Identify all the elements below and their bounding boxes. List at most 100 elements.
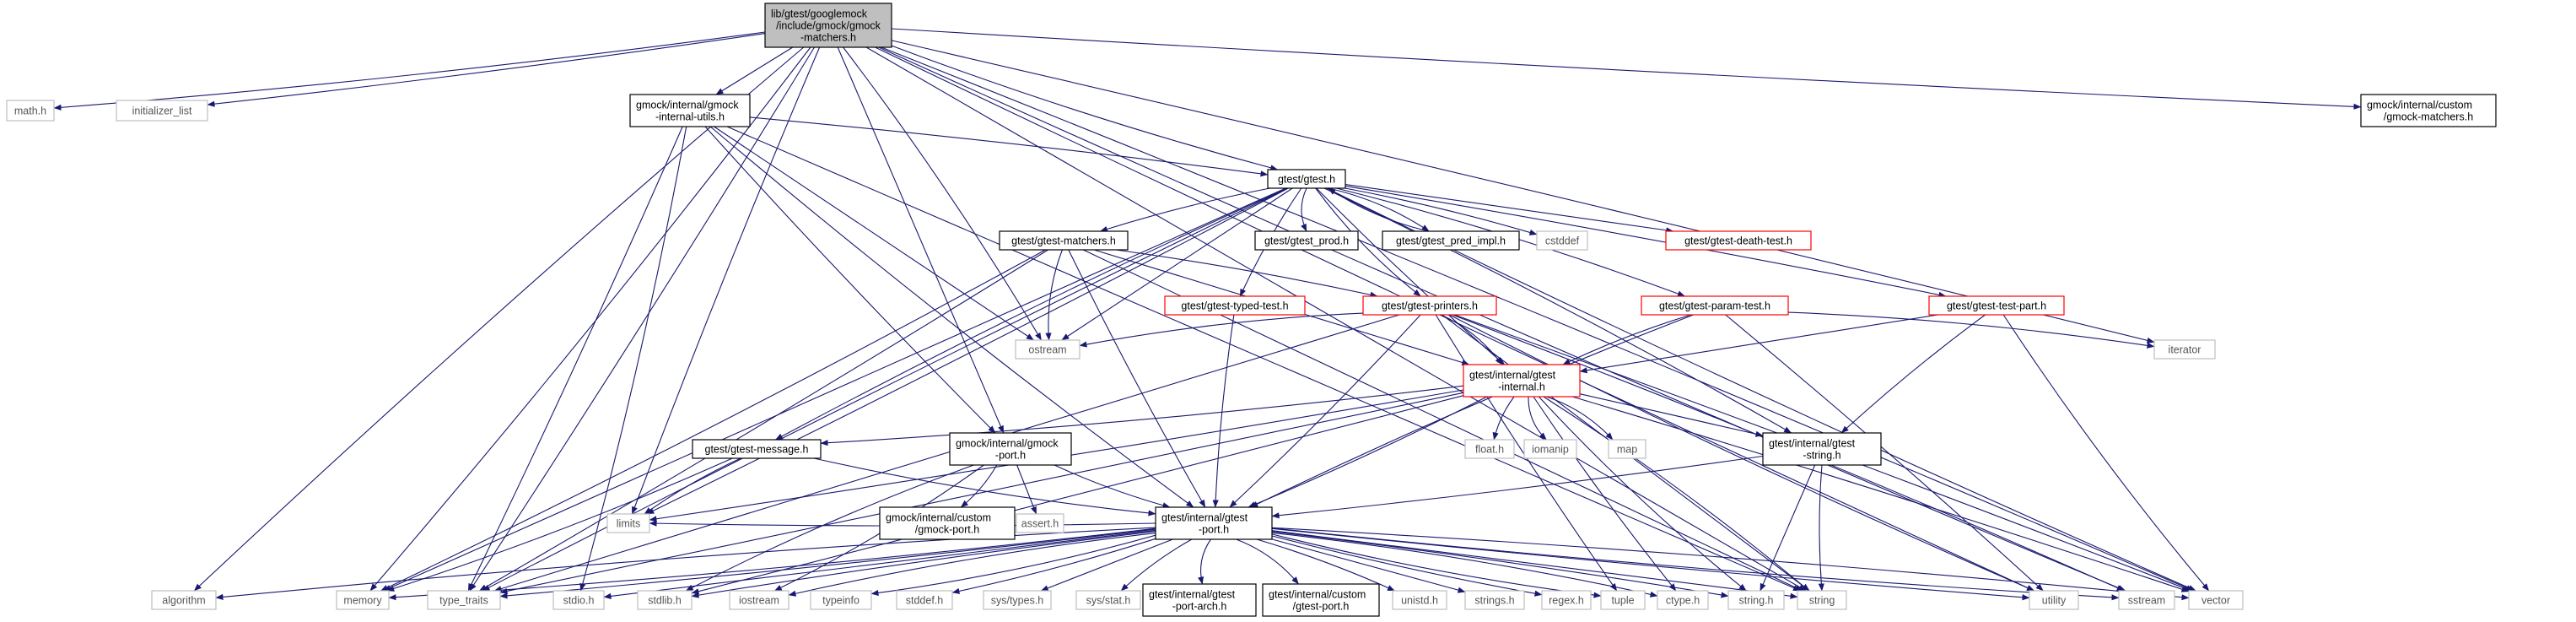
edge-gmockutils-to-gtestport xyxy=(709,126,1194,508)
node-box xyxy=(879,506,1016,540)
edge-root-to-string xyxy=(865,46,1807,592)
edge-internalh-to-cstringh xyxy=(1538,396,1747,592)
edge-gtesth-to-printers xyxy=(1315,187,1421,297)
edge-typedtest-to-gtestport xyxy=(1212,314,1235,508)
edge-root-to-initlist xyxy=(207,33,766,107)
edge-gtesth-to-limits xyxy=(646,187,1289,515)
node-box xyxy=(1600,590,1646,610)
edge-gmockport-to-assert xyxy=(1016,464,1037,515)
edge-gmockutils-to-string xyxy=(726,126,1801,592)
dependency-nodes: lib/gtest/googlemock/include/gmock/gmock… xyxy=(6,3,2497,617)
node-deathtest[interactable]: gtest/gtest-death-test.h xyxy=(1665,230,1812,251)
node-label: gmock/internal/gmock xyxy=(636,100,739,111)
node-portarch[interactable]: gtest/internal/gtest-port-arch.h xyxy=(1142,583,1257,617)
node-gmockutils[interactable]: gmock/internal/gmock-internal-utils.h xyxy=(629,94,751,127)
node-box xyxy=(1142,583,1257,617)
node-message[interactable]: gtest/gtest-message.h xyxy=(692,439,822,459)
edge-printers-to-utility xyxy=(1449,314,2035,592)
node-label: iomanip xyxy=(1532,444,1569,456)
node-box xyxy=(2188,590,2244,610)
node-stringh2[interactable]: gtest/internal/gtest-string.h xyxy=(1762,432,1882,466)
node-paramtest[interactable]: gtest/gtest-param-test.h xyxy=(1641,295,1789,316)
edge-gtesth-to-cstddef xyxy=(1345,187,1538,235)
node-label: stdlib.h xyxy=(648,595,682,607)
edge-root-to-utility xyxy=(875,46,2034,592)
node-gtestmatchers[interactable]: gtest/gtest-matchers.h xyxy=(999,230,1129,251)
node-gtestport[interactable]: gtest/internal/gtest-port.h xyxy=(1155,506,1273,540)
node-box xyxy=(1657,590,1709,610)
edge-gtesth-to-memory xyxy=(383,187,1286,592)
node-unistd: unistd.h xyxy=(1392,590,1447,610)
node-label: gtest/gtest-test-part.h xyxy=(1947,300,2046,312)
edge-internalh-to-iomanip xyxy=(1528,396,1547,441)
node-box xyxy=(1928,295,2065,316)
node-box xyxy=(6,100,55,122)
edge-gtesth-to-deathtest xyxy=(1345,184,1674,234)
node-label: /gtest-port.h xyxy=(1293,601,1350,613)
node-label: unistd.h xyxy=(1401,595,1438,607)
node-vector: vector xyxy=(2188,590,2244,610)
edge-message-to-limits xyxy=(644,457,741,515)
node-label: gmock/internal/gmock xyxy=(956,438,1059,450)
node-label: string.h xyxy=(1739,595,1774,607)
node-label: stddef.h xyxy=(906,595,944,607)
edge-gtestport-to-ctype xyxy=(1271,532,1658,598)
node-label: type_traits xyxy=(439,595,488,607)
node-box xyxy=(983,590,1052,610)
edge-gtestport-to-cstringh xyxy=(1271,531,1729,598)
node-internalh[interactable]: gtest/internal/gtest-internal.h xyxy=(1463,364,1581,398)
node-label: gtest/gtest_prod.h xyxy=(1264,235,1349,247)
edge-paramtest-to-internalh xyxy=(1562,314,1691,365)
node-box xyxy=(1608,439,1646,459)
node-label: -port.h xyxy=(995,450,1026,462)
edge-internalh-to-stringh2 xyxy=(1579,393,1764,437)
node-typedtest[interactable]: gtest/gtest-typed-test.h xyxy=(1164,295,1306,316)
node-gtestprod[interactable]: gtest/gtest_prod.h xyxy=(1254,230,1359,251)
edge-gmockutils-to-gtesth xyxy=(749,116,1269,177)
node-box xyxy=(1015,339,1081,360)
node-box xyxy=(2118,590,2175,610)
node-label: gtest/gtest.h xyxy=(1278,174,1335,186)
node-box xyxy=(1641,295,1789,316)
edge-gtesth-to-ostream xyxy=(1061,187,1293,341)
node-label: limits xyxy=(617,518,640,530)
edge-internalh-to-typetraits xyxy=(499,392,1464,594)
node-root[interactable]: lib/gtest/googlemock/include/gmock/gmock… xyxy=(764,3,892,48)
node-gtestcustomport[interactable]: gtest/internal/custom/gtest-port.h xyxy=(1262,583,1380,617)
node-box xyxy=(949,432,1072,466)
edge-gtestport-to-iostream xyxy=(788,533,1156,597)
edge-testpart-to-stringh2 xyxy=(1840,314,1986,434)
node-label: lib/gtest/googlemock xyxy=(771,8,868,20)
node-label: gtest/gtest-printers.h xyxy=(1382,300,1478,312)
node-box xyxy=(2360,94,2497,127)
node-printers[interactable]: gtest/gtest-printers.h xyxy=(1362,295,1497,316)
node-label: gmock/internal/custom xyxy=(2367,100,2472,111)
edge-gtestport-to-strings xyxy=(1271,538,1466,593)
edge-gtesth-to-testpart xyxy=(1345,185,1947,298)
node-testpart[interactable]: gtest/gtest-test-part.h xyxy=(1928,295,2065,316)
edge-internalh-to-map xyxy=(1546,396,1614,441)
node-box xyxy=(896,590,953,610)
node-gtesth[interactable]: gtest/gtest.h xyxy=(1267,169,1346,189)
node-custommatch[interactable]: gmock/internal/custom/gmock-matchers.h xyxy=(2360,94,2497,127)
edge-gtestport-to-vector xyxy=(1271,527,2190,601)
node-box xyxy=(1727,590,1785,610)
edge-printers-to-typetraits xyxy=(493,314,1400,592)
node-box xyxy=(552,590,605,610)
node-predimpl[interactable]: gtest/gtest_pred_impl.h xyxy=(1382,230,1520,251)
edge-root-to-iterator xyxy=(891,40,2155,343)
edge-gmockport-to-gtestport xyxy=(1054,464,1171,509)
edge-root-to-gtesth xyxy=(891,45,1279,171)
edge-gtesth-to-message xyxy=(775,187,1288,441)
node-customport[interactable]: gmock/internal/custom/gmock-port.h xyxy=(879,506,1016,540)
edge-gtestport-to-sysstat xyxy=(1120,538,1193,592)
edge-gtestport-to-typetraits xyxy=(499,528,1156,599)
edge-gmockutils-to-ostream xyxy=(714,126,1034,341)
edge-gmockport-to-customport xyxy=(960,464,998,508)
edge-root-to-gmockutils xyxy=(715,46,794,95)
node-box xyxy=(151,590,217,610)
node-gmockport[interactable]: gmock/internal/gmock-port.h xyxy=(949,432,1072,466)
node-tuple: tuple xyxy=(1600,590,1646,610)
edge-internalh-to-message xyxy=(820,385,1464,446)
edge-gtesth-to-internalh xyxy=(1316,187,1506,365)
